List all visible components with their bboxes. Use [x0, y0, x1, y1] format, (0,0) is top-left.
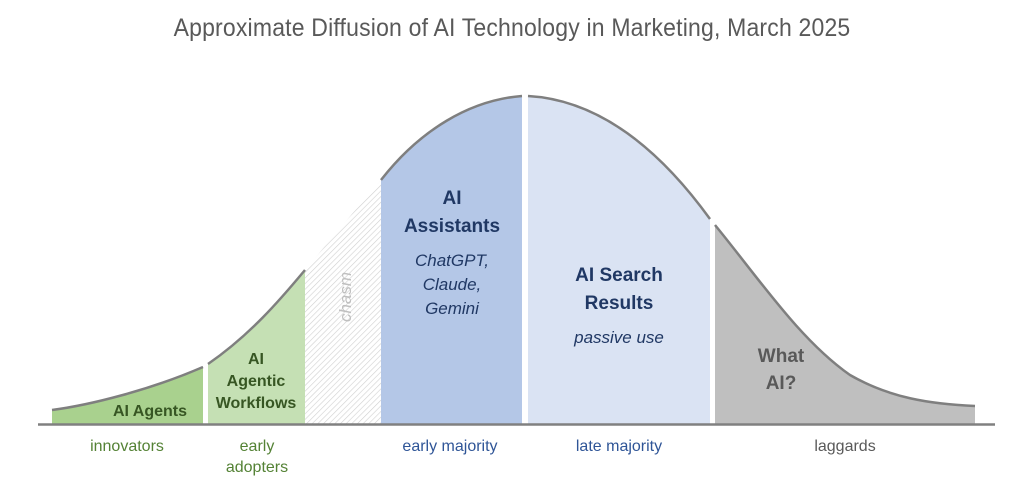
category-laggards: laggards: [814, 438, 876, 455]
segment-chasm: [305, 96, 381, 424]
category-early-adopters: early adopters: [206, 436, 308, 478]
segment-innovators: [52, 96, 203, 424]
label-ai-agentic-1: AI: [248, 351, 264, 368]
label-ai-agentic-2: Agentic: [227, 373, 286, 390]
label-chatgpt: ChatGPT,: [415, 251, 489, 270]
label-ai-assistants-1: AI: [443, 188, 462, 209]
label-claude: Claude,: [423, 275, 482, 294]
curve-outline: [51, 94, 976, 412]
label-ai-agentic-3: Workflows: [216, 395, 297, 412]
label-passive-use: passive use: [573, 328, 664, 347]
label-ai-assistants-2: Assistants: [404, 216, 500, 237]
label-chasm: chasm: [336, 272, 355, 322]
segment-late-majority: [528, 96, 710, 424]
chart-title: Approximate Diffusion of AI Technology i…: [173, 14, 851, 42]
label-what-ai-2: AI?: [766, 373, 797, 394]
label-ai-search-1: AI Search: [575, 265, 663, 286]
label-ai-search-2: Results: [585, 293, 654, 314]
category-early-adopters-line2: adopters: [225, 459, 289, 476]
category-late-majority: late majority: [575, 438, 663, 455]
label-ai-agents: AI Agents: [113, 403, 187, 420]
label-what-ai-1: What: [758, 346, 805, 367]
category-innovators: innovators: [90, 438, 164, 455]
category-early-majority: early majority: [402, 438, 498, 455]
label-gemini: Gemini: [425, 299, 480, 318]
category-early-adopters-line1: early: [239, 438, 275, 455]
